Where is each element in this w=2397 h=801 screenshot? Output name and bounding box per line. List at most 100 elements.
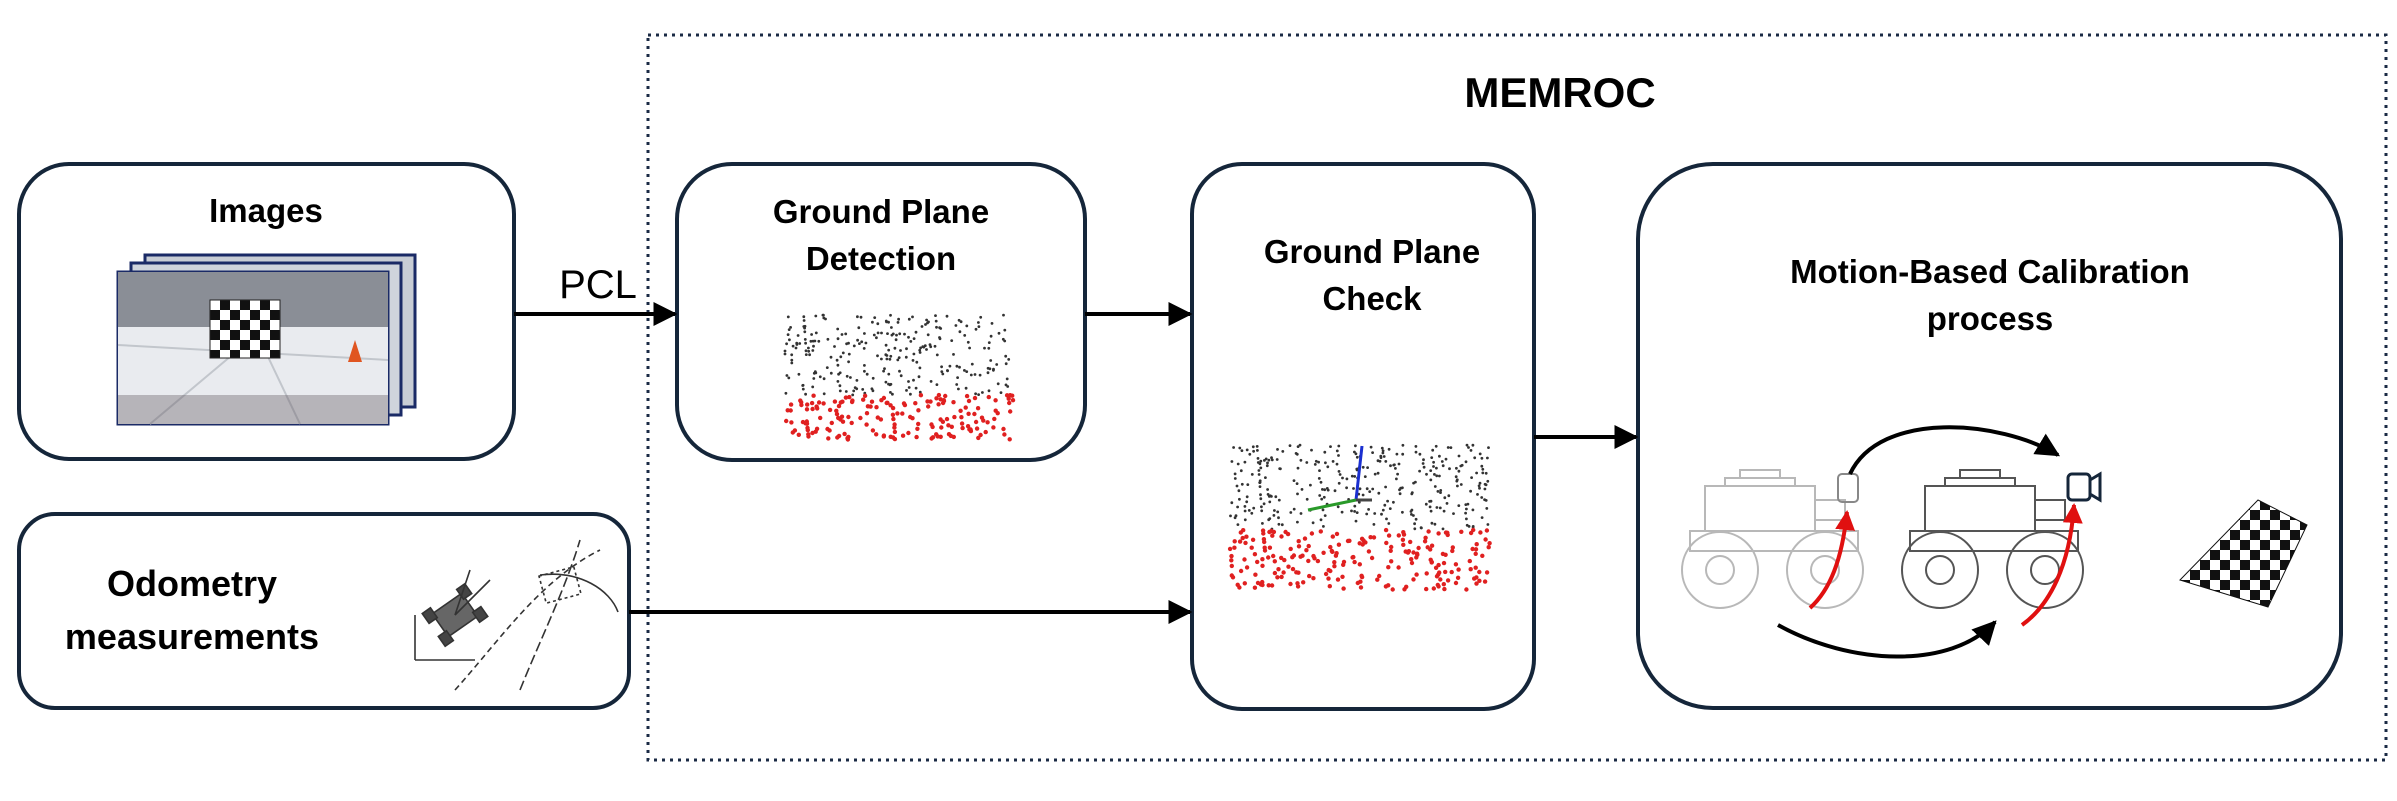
point-ground	[1477, 569, 1482, 575]
point-dark	[898, 332, 902, 336]
point-dark	[797, 372, 801, 376]
point-ground	[849, 420, 854, 426]
point-dark	[1261, 522, 1264, 525]
point-dark	[1337, 470, 1341, 473]
point-dark	[807, 349, 811, 353]
point-dark	[812, 344, 815, 348]
point-dark	[1002, 313, 1005, 317]
point-ground	[878, 417, 884, 422]
point-dark	[918, 366, 922, 370]
point-dark	[1486, 456, 1489, 460]
point-ground	[901, 401, 907, 406]
point-dark	[1003, 328, 1007, 332]
point-dark	[845, 374, 849, 378]
point-dark	[1345, 486, 1348, 490]
point-dark	[1422, 458, 1425, 462]
point-ground	[806, 434, 811, 439]
point-ground	[1436, 572, 1441, 577]
point-dark	[1373, 472, 1377, 476]
point-ground	[934, 396, 939, 401]
point-dark	[1401, 452, 1405, 456]
point-dark	[1381, 449, 1385, 453]
point-ground	[991, 425, 996, 430]
point-dark	[1386, 499, 1389, 503]
point-dark	[1440, 460, 1444, 463]
point-dark	[1369, 445, 1373, 449]
point-dark	[1455, 478, 1459, 482]
point-dark	[1246, 483, 1250, 486]
point-ground	[1470, 546, 1475, 552]
point-ground	[1311, 553, 1316, 559]
point-dark	[995, 363, 999, 366]
point-dark	[1004, 362, 1008, 366]
point-dark	[1230, 501, 1234, 505]
point-dark	[965, 324, 969, 328]
point-dark	[1299, 512, 1303, 515]
point-dark	[1435, 474, 1439, 478]
point-ground	[1436, 562, 1441, 568]
point-ground	[1008, 409, 1013, 414]
point-dark	[907, 386, 911, 389]
point-dark	[989, 359, 993, 362]
point-dark	[1256, 449, 1259, 452]
point-ground	[1007, 437, 1012, 442]
point-ground	[1307, 573, 1312, 579]
point-ground	[1474, 542, 1479, 547]
point-dark	[1430, 456, 1434, 459]
odometry-title-line1: Odometry	[107, 563, 277, 604]
point-dark	[1264, 476, 1267, 479]
point-dark	[1457, 469, 1461, 473]
point-ground	[1288, 546, 1293, 552]
point-dark	[811, 385, 815, 389]
point-dark	[925, 318, 928, 322]
point-dark	[897, 317, 900, 321]
point-ground	[1361, 538, 1366, 543]
point-dark	[977, 325, 981, 328]
point-dark	[1331, 460, 1335, 463]
point-ground	[1445, 530, 1450, 535]
point-dark	[1464, 511, 1467, 515]
point-ground	[1350, 555, 1355, 560]
point-dark	[1485, 507, 1489, 510]
point-dark	[1372, 523, 1376, 526]
point-dark	[987, 346, 991, 350]
point-ground	[1290, 566, 1296, 572]
ground-detection-title-line1: Ground Plane	[773, 193, 989, 230]
point-dark	[907, 317, 911, 321]
point-ground	[1477, 578, 1482, 583]
point-ground	[1244, 565, 1250, 570]
point-ground	[1375, 577, 1380, 582]
point-dark	[1321, 508, 1325, 512]
point-dark	[875, 336, 878, 340]
point-dark	[1376, 459, 1380, 463]
point-ground	[826, 436, 831, 441]
memroc-title: MEMROC	[1464, 69, 1655, 116]
point-dark	[1476, 493, 1479, 496]
point-dark	[1267, 495, 1271, 498]
odometry-box	[17, 512, 631, 710]
point-dark	[986, 371, 990, 375]
point-dark	[1006, 385, 1010, 388]
point-dark	[814, 331, 818, 335]
point-dark	[928, 343, 932, 346]
point-ground	[1389, 559, 1394, 564]
point-ground	[979, 415, 985, 420]
point-dark	[1436, 490, 1440, 493]
point-dark	[855, 387, 859, 391]
point-dark	[1459, 464, 1463, 468]
point-dark	[918, 390, 922, 394]
point-dark	[1465, 523, 1469, 527]
point-dark	[1236, 523, 1240, 526]
point-dark	[1467, 446, 1470, 449]
point-ground	[1230, 575, 1236, 580]
point-dark	[974, 392, 977, 396]
point-dark	[1276, 448, 1279, 451]
point-ground	[1301, 580, 1306, 585]
point-dark	[1483, 487, 1487, 491]
point-ground	[1010, 398, 1016, 403]
point-dark	[1483, 498, 1486, 502]
point-ground	[1371, 535, 1377, 540]
point-dark	[835, 358, 839, 362]
point-ground	[1238, 530, 1244, 535]
point-ground	[959, 421, 965, 426]
